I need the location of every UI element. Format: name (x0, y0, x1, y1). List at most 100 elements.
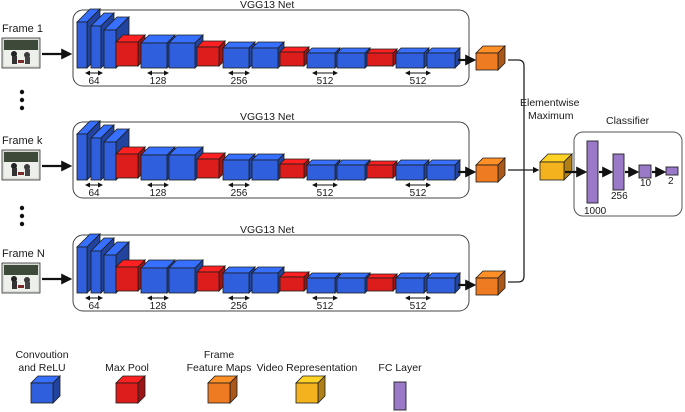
vgg-network: VGG13 Net 64 128 256 512 512 (42, 111, 506, 199)
legend-swatch (393, 381, 407, 411)
max-pool-block (279, 271, 310, 292)
vgg-frame (72, 234, 470, 312)
vgg-title: VGG13 Net (240, 0, 294, 11)
max-pool-block (279, 46, 310, 67)
legend-swatch (30, 375, 61, 404)
fc-layers: 1000 256 10 2 (565, 140, 679, 217)
max-pool-block (366, 273, 398, 292)
max-pool-block (196, 265, 226, 292)
ellipsis-dots (19, 205, 25, 227)
channel-label: 128 (150, 76, 167, 87)
legend-label: FC Layer (378, 362, 422, 374)
conv-relu-block (251, 266, 285, 294)
video-representation-cube (539, 153, 573, 181)
fc-size-label: 1000 (584, 206, 607, 217)
legend-item-pool: Max Pool (105, 362, 149, 404)
frame-feature-map-block (475, 270, 506, 296)
conv-relu-block (336, 47, 371, 69)
channel-label: 128 (150, 188, 167, 199)
channel-label: 512 (410, 188, 427, 199)
legend-label: Convoution (15, 349, 68, 361)
merge-label-line2: Maximum (528, 110, 574, 122)
channel-label: 512 (317, 301, 334, 312)
ellipsis-dots (19, 89, 25, 111)
frame-label: Frame k (2, 135, 43, 147)
conv-relu-block (426, 47, 461, 69)
conv-relu-block (336, 272, 371, 294)
max-pool-block (366, 48, 398, 67)
classifier-frame (573, 131, 683, 217)
frame-label: Frame 1 (2, 23, 43, 35)
legend-label: Max Pool (105, 362, 149, 374)
conv-relu-block (222, 266, 256, 294)
conv-relu-block (251, 41, 285, 69)
vgg-network: VGG13 Net 64 128 256 512 512 (42, 224, 506, 312)
legend-item-fc: FC Layer (378, 362, 422, 411)
channel-label: 512 (317, 188, 334, 199)
conv-relu-block (251, 153, 285, 181)
conv-relu-block (222, 153, 256, 181)
pipeline-row-1: Frame 1 VGG13 Net 64 128 256 512 512 (1, 0, 506, 87)
conv-relu-block (395, 272, 430, 294)
legend-swatch (207, 375, 238, 404)
channel-label: 512 (410, 76, 427, 87)
channel-label: 64 (88, 188, 100, 199)
max-pool-block (279, 158, 310, 179)
video-representation-block (539, 153, 573, 181)
vgg-network: VGG13 Net 64 128 256 512 512 (42, 0, 506, 87)
vgg-title: VGG13 Net (240, 111, 294, 123)
channel-label: 512 (317, 76, 334, 87)
frame-thumbnail (1, 262, 41, 294)
fc-layer-2 (665, 166, 679, 176)
frame-thumbnail (1, 37, 41, 69)
fc-layer-256 (612, 153, 625, 191)
channel-label: 256 (231, 301, 248, 312)
conv-relu-block (426, 159, 461, 181)
conv-relu-block (336, 159, 371, 181)
classifier: Classifier 1000 256 10 2 (565, 115, 683, 217)
max-pool-block (196, 40, 226, 67)
conv-relu-block (395, 159, 430, 181)
legend-swatch (295, 375, 326, 404)
frame-thumbnail (1, 149, 41, 181)
frame-feature-map-block (475, 45, 506, 71)
fc-layer-10 (638, 164, 652, 179)
conv-relu-block (426, 272, 461, 294)
pipeline-row-k: Frame k VGG13 Net 64 128 256 512 512 (1, 111, 506, 199)
legend-swatch (115, 375, 146, 404)
channel-label: 128 (150, 301, 167, 312)
conv-relu-block (140, 34, 176, 69)
conv-relu-block (395, 47, 430, 69)
vgg-frame (72, 121, 470, 199)
conv-relu-block (306, 47, 341, 69)
frame-feature-map-block (475, 157, 506, 183)
max-pool-block (196, 152, 226, 179)
conv-relu-block (306, 272, 341, 294)
channel-label: 512 (410, 301, 427, 312)
channel-label: 64 (88, 301, 100, 312)
fc-size-label: 10 (640, 178, 652, 189)
conv-relu-block (306, 159, 341, 181)
legend-label-line2: and ReLU (18, 362, 65, 374)
channel-label: 64 (88, 76, 100, 87)
fc-size-label: 2 (668, 176, 674, 187)
legend-item-video: Video Representation (257, 362, 358, 404)
max-pool-block (366, 160, 398, 179)
channel-label: 256 (231, 76, 248, 87)
legend-label: Video Representation (257, 362, 358, 374)
legend-label-line2: Feature Maps (187, 362, 252, 374)
merge-connectors (508, 59, 540, 283)
merge-label: Elementwise (520, 97, 580, 109)
classifier-title: Classifier (606, 115, 650, 127)
conv-relu-block (222, 41, 256, 69)
vgg-frame (72, 9, 470, 87)
fc-size-label: 256 (611, 191, 628, 202)
vgg-title: VGG13 Net (240, 224, 294, 236)
legend-label: Frame (204, 349, 234, 361)
channel-label: 256 (231, 188, 248, 199)
